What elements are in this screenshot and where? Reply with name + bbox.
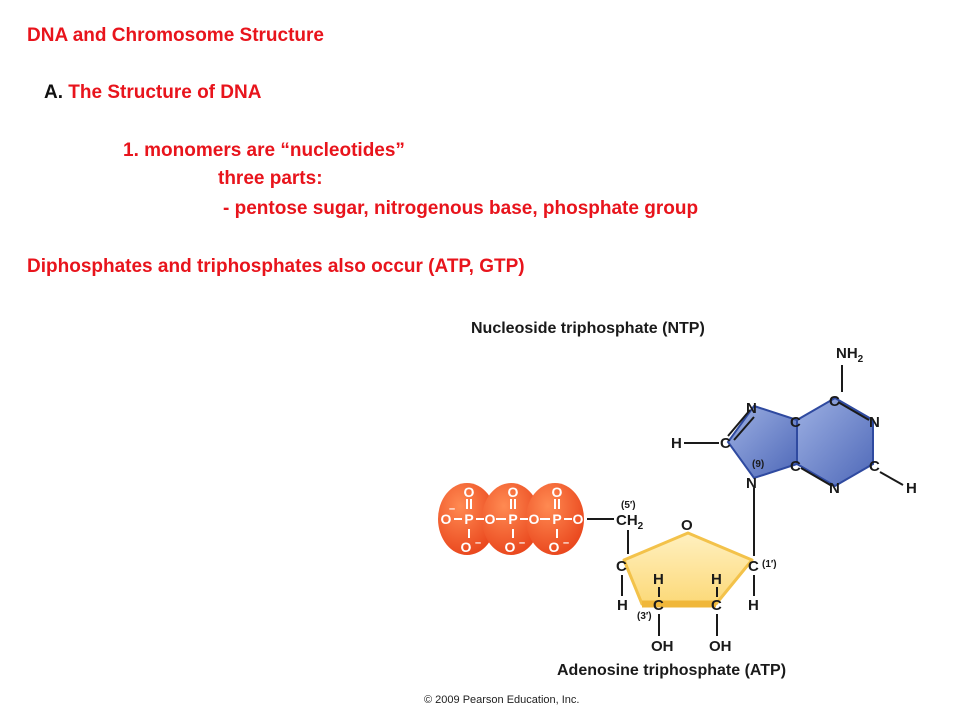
label-3-prime: (3′)	[637, 611, 652, 622]
adenine-base: NH2 C N C N C H (9) C C H N N	[671, 345, 917, 497]
n1-label: N	[869, 414, 880, 431]
n7-label: N	[746, 400, 757, 417]
phosphate-2-minus: –	[519, 537, 525, 549]
base-c4-n3-double	[800, 467, 833, 487]
label-5-prime: (5′)	[621, 500, 636, 511]
phosphate-left-minus: –	[449, 503, 455, 515]
slide-title: DNA and Chromosome Structure	[27, 25, 324, 46]
base-c8-n7-double-a	[727, 409, 751, 437]
c6-label: C	[829, 393, 840, 410]
c3-oh-label: OH	[651, 638, 674, 655]
n9-label: N	[746, 475, 757, 492]
phosphate-2-bottom-o: O	[505, 539, 516, 555]
base-six-ring	[796, 396, 874, 488]
section-a-letter: A.	[44, 82, 63, 103]
ribose-sugar: (5′) CH2 C H O C (1′) H H C (3′) OH H C …	[616, 500, 777, 655]
phosphate-1-ellipse	[438, 483, 496, 555]
phosphate-3-top-o: O	[552, 484, 563, 500]
label-9: (9)	[752, 459, 764, 470]
phosphate-3-p: P	[552, 511, 561, 527]
section-a-heading: A. The Structure of DNA	[44, 81, 261, 105]
phosphate-bridge-o-2: O	[529, 511, 540, 527]
c2-h-bond-base	[879, 471, 904, 486]
base-c8-n7-double-b	[733, 416, 755, 441]
phosphate-group: O O O O P O P O P O O O O – – – –	[438, 483, 584, 555]
diagram-title: Nucleoside triphosphate (NTP)	[471, 320, 705, 337]
c2-label: C	[711, 597, 722, 614]
phosphate-left-o: O	[441, 511, 452, 527]
item-1-text: monomers are “nucleotides”	[144, 140, 405, 161]
phosphate-1-top-o: O	[464, 484, 475, 500]
c5-label: C	[790, 414, 801, 431]
phosphate-3-minus: –	[563, 537, 569, 549]
c1-h-label: H	[748, 597, 759, 614]
phosphate-1-minus: –	[475, 537, 481, 549]
phosphate-bonds	[454, 499, 572, 538]
parts-list-line: - pentose sugar, nitrogenous base, phosp…	[223, 198, 699, 219]
phosphate-3-ellipse	[526, 483, 584, 555]
section-a-text: The Structure of DNA	[68, 82, 262, 103]
label-1-prime: (1′)	[762, 559, 777, 570]
c2-h-label: H	[711, 571, 722, 588]
item-1-number: 1.	[123, 140, 139, 161]
c2-oh-label: OH	[709, 638, 732, 655]
phosphate-bridge-o-3: O	[573, 511, 584, 527]
c1-label: C	[748, 558, 759, 575]
c4-base-label: C	[790, 458, 801, 475]
phosphate-1-bottom-o: O	[461, 539, 472, 555]
c8-label: C	[720, 435, 731, 452]
phosphate-2-p: P	[508, 511, 517, 527]
phosphate-3-bottom-o: O	[549, 539, 560, 555]
three-parts-line: three parts:	[218, 168, 323, 189]
c3-label: C	[653, 597, 664, 614]
ring-o-label: O	[681, 517, 693, 534]
c2-base-h-label: H	[906, 480, 917, 497]
c3-h-label: H	[653, 571, 664, 588]
phosphate-2-top-o: O	[508, 484, 519, 500]
phosphate-1-p: P	[464, 511, 473, 527]
base-c6-n1-double	[837, 401, 870, 421]
item-1: 1. monomers are “nucleotides”	[123, 139, 405, 163]
diagram-caption: Adenosine triphosphate (ATP)	[557, 662, 786, 679]
copyright-notice: © 2009 Pearson Education, Inc.	[424, 694, 579, 706]
nh2-label: NH2	[836, 345, 864, 365]
c4-h-label: H	[617, 597, 628, 614]
n3-label: N	[829, 480, 840, 497]
c4-label: C	[616, 558, 627, 575]
sugar-ring	[622, 531, 754, 606]
c2-base-label: C	[869, 458, 880, 475]
ch2-label: CH2	[616, 512, 644, 532]
phosphate-2-ellipse	[482, 483, 540, 555]
c8-h-label: H	[671, 435, 682, 452]
diphosphates-line: Diphosphates and triphosphates also occu…	[27, 256, 525, 277]
base-five-ring	[726, 404, 798, 480]
phosphate-bridge-o-1: O	[485, 511, 496, 527]
